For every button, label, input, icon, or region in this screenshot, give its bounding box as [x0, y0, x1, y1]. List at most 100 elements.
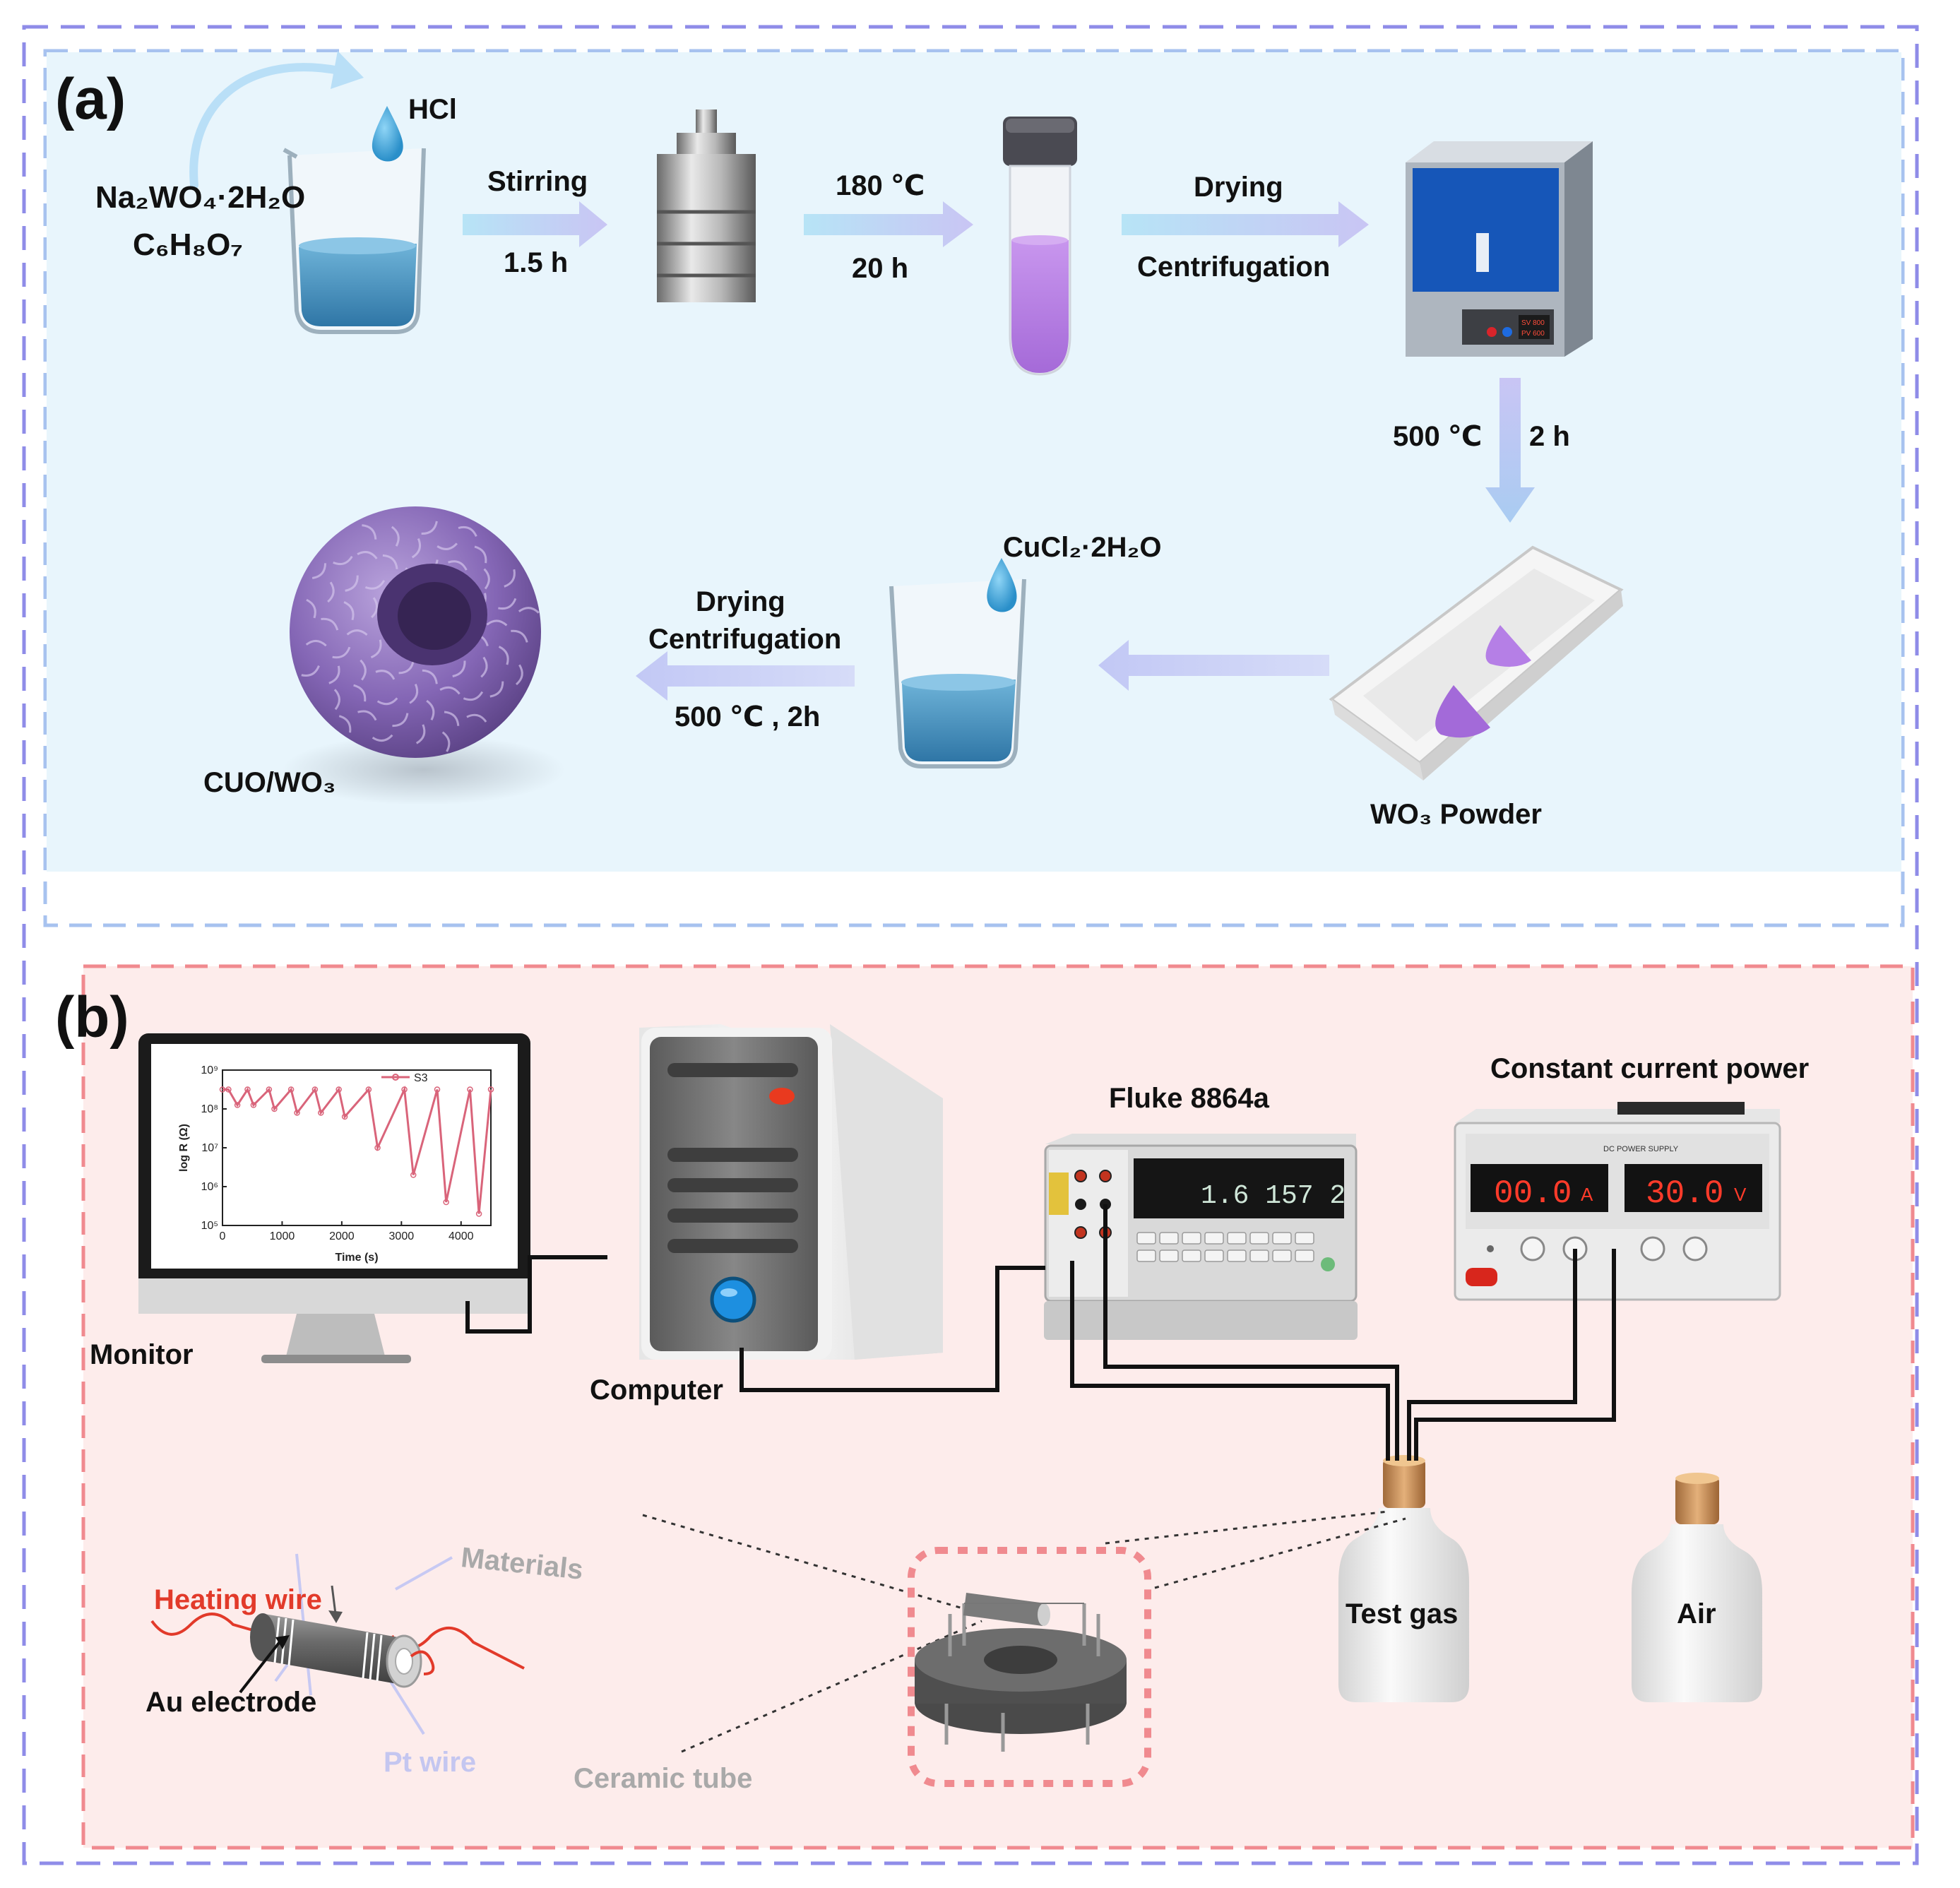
y-tick-label: 10⁷ [201, 1142, 218, 1154]
x-tick-label: 2000 [329, 1230, 355, 1242]
air-label: Air [1677, 1598, 1716, 1629]
chart-series-s3-line [222, 1085, 492, 1214]
petal-icon [362, 524, 377, 540]
chart-ylabel: log R (Ω) [178, 1124, 190, 1172]
petal-icon [301, 665, 320, 677]
anneal-temp-label: 500 ℃ [1393, 421, 1483, 452]
petal-icon [306, 598, 316, 619]
chart-point [341, 1113, 348, 1120]
chart-point [374, 1144, 381, 1151]
petal-icon [518, 607, 540, 614]
ceramic-tube-label: Ceramic tube [574, 1763, 753, 1794]
chart-point [311, 1086, 319, 1093]
power-supply-brand: DC POWER SUPPLY [1603, 1145, 1679, 1153]
precursor-sodium-tungstate: Na₂WO₄·2H₂O [95, 180, 306, 215]
cucl2-drop-icon [987, 558, 1017, 612]
stirring-label: Stirring [487, 166, 588, 197]
pt-wire-label: Pt wire [384, 1747, 477, 1778]
beaker-icon [889, 578, 1026, 768]
arrow-icon [463, 201, 607, 247]
chart-point [225, 1086, 232, 1093]
test-gas-label: Test gas [1346, 1598, 1459, 1629]
petal-icon [333, 555, 353, 565]
test-tube-icon [1003, 117, 1077, 376]
oven-icon: SV 800 PV 600 [1406, 141, 1593, 357]
petal-icon [441, 731, 451, 752]
chart-point [467, 1086, 473, 1093]
beaker-icon [283, 148, 426, 334]
outer-frame [22, 25, 1919, 1865]
petal-icon [321, 617, 339, 631]
petal-icon [480, 656, 488, 678]
x-tick-label: 0 [220, 1230, 226, 1242]
monitor-label: Monitor [90, 1339, 194, 1370]
petal-icon [458, 526, 477, 538]
arrow-icon [1122, 201, 1369, 247]
petal-icon [498, 598, 517, 610]
chart-point [401, 1086, 408, 1093]
petal-icon [357, 710, 377, 721]
petal-icon [371, 597, 379, 619]
petal-icon [483, 568, 490, 590]
cuo-wo3-sphere-icon [283, 506, 565, 805]
petal-icon [426, 699, 435, 720]
petal-icon [327, 581, 335, 603]
hydrothermal-time-label: 20 h [852, 253, 909, 284]
chart-point [318, 1110, 324, 1116]
centrifugation-label-2: Centrifugation [648, 624, 842, 655]
petal-icon [372, 734, 393, 742]
petal-icon [333, 689, 340, 711]
multimeter-icon: 1.6 157 2 [1044, 1134, 1358, 1340]
arrow-icon [1485, 378, 1535, 523]
petal-icon [452, 660, 466, 677]
drying-label-2: Drying [696, 586, 785, 617]
chart-point [294, 1110, 300, 1116]
petal-icon [382, 554, 398, 569]
cucl2-label: CuCl₂·2H₂O [1003, 532, 1162, 563]
centrifugation-label: Centrifugation [1137, 251, 1331, 283]
power-button-icon [710, 1276, 756, 1323]
petal-icon [346, 629, 368, 636]
svg-text:PV 600: PV 600 [1521, 330, 1545, 338]
petal-icon [332, 646, 351, 659]
petal-icon [391, 526, 400, 547]
precursor-citric-acid: C₆H₈O₇ [133, 227, 243, 262]
petal-icon [353, 684, 367, 702]
petal-icon [345, 575, 359, 592]
x-tick-label: 4000 [449, 1230, 474, 1242]
computer-tower-icon [639, 1024, 943, 1360]
petal-icon [486, 619, 508, 627]
air-bottle-icon [1632, 1473, 1762, 1702]
petal-icon [360, 659, 367, 681]
chart-point [475, 1211, 482, 1217]
petal-icon [376, 697, 398, 706]
y-tick-label: 10⁶ [201, 1181, 218, 1193]
anneal-label-2: 500 ℃ , 2h [675, 701, 821, 732]
fluke-label: Fluke 8864a [1109, 1083, 1269, 1114]
petal-icon [328, 665, 340, 684]
curved-arrowhead-icon [331, 51, 364, 89]
sensor-holder-icon [908, 1547, 1151, 1787]
petal-icon [463, 691, 484, 701]
chart-point [410, 1172, 417, 1178]
petal-icon [474, 545, 487, 564]
petal-icon [439, 686, 461, 695]
power-led-icon [769, 1088, 795, 1105]
petal-icon [498, 646, 509, 665]
legend-label: S3 [414, 1072, 428, 1084]
arrow-icon [1098, 640, 1329, 691]
cables [465, 1204, 1616, 1461]
chart-xlabel: Time (s) [335, 1252, 378, 1264]
chart-point [266, 1086, 273, 1093]
drying-label: Drying [1194, 172, 1283, 203]
crucible-boat-icon [1329, 545, 1624, 780]
petal-icon [448, 560, 468, 571]
chart-point [443, 1199, 449, 1206]
chart-point [271, 1105, 278, 1112]
legend-marker-icon [392, 1074, 399, 1081]
petal-icon [357, 551, 378, 559]
au-electrode-label: Au electrode [145, 1687, 317, 1718]
panel-a-label: (a) [55, 67, 126, 131]
arrow-icon [804, 201, 973, 247]
